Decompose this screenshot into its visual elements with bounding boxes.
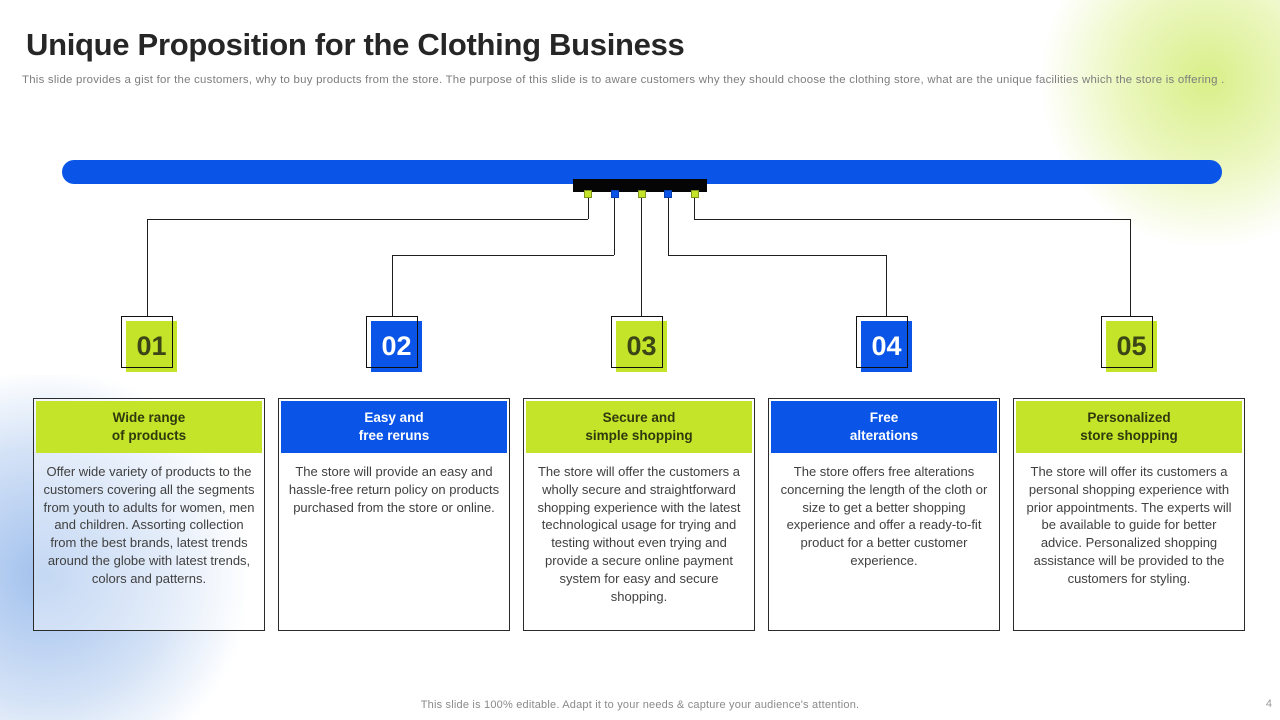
number-badge-03: 03 xyxy=(611,316,667,372)
number-badge-border xyxy=(856,316,908,368)
number-badge-border xyxy=(121,316,173,368)
connector-line xyxy=(641,198,642,317)
connector-line xyxy=(694,198,695,219)
card-description: Offer wide variety of products to the cu… xyxy=(43,464,255,586)
number-badge-label: 05 xyxy=(1106,321,1157,372)
hub-node-2 xyxy=(611,190,619,198)
proposition-card-3: Secure and simple shopping The store wil… xyxy=(523,398,755,631)
card-title-line2: simple shopping xyxy=(585,428,693,443)
number-badge-border xyxy=(611,316,663,368)
proposition-card-4: Free alterations The store offers free a… xyxy=(768,398,1000,631)
editable-note: This slide is 100% editable. Adapt it to… xyxy=(420,699,860,711)
card-title-line1: Personalized xyxy=(1087,410,1171,426)
number-badge-label: 02 xyxy=(371,321,422,372)
hub-node-3 xyxy=(638,190,646,198)
card-title-line1: Secure and xyxy=(602,410,676,426)
card-title-line1: Easy and xyxy=(364,410,424,426)
card-title-line2: of products xyxy=(111,428,187,443)
card-description: The store offers free alterations concer… xyxy=(780,464,988,568)
hub-node-1 xyxy=(584,190,592,198)
card-description: The store will provide an easy and hassl… xyxy=(288,464,500,515)
card-description: The store will offer the customers a who… xyxy=(537,464,741,604)
card-title-line2: free reruns xyxy=(358,428,430,443)
connector-line xyxy=(694,219,1130,220)
number-badge-05: 05 xyxy=(1101,316,1157,372)
page-title: Unique Proposition for the Clothing Busi… xyxy=(26,27,685,62)
card-header: Easy and free reruns xyxy=(281,401,507,453)
number-badge-04: 04 xyxy=(856,316,912,372)
number-badge-label: 01 xyxy=(126,321,177,372)
hub-node-5 xyxy=(691,190,699,198)
number-badge-02: 02 xyxy=(366,316,422,372)
connector-line xyxy=(392,255,614,256)
card-header: Secure and simple shopping xyxy=(526,401,752,453)
hanger-hub xyxy=(573,179,707,192)
proposition-card-1: Wide range of products Offer wide variet… xyxy=(33,398,265,631)
number-badge-01: 01 xyxy=(121,316,177,372)
connector-line xyxy=(668,198,669,255)
number-badge-border xyxy=(1101,316,1153,368)
connector-line xyxy=(147,219,588,220)
proposition-card-2: Easy and free reruns The store will prov… xyxy=(278,398,510,631)
connector-line xyxy=(392,255,393,317)
page-number: 4 xyxy=(1265,698,1272,710)
connector-line xyxy=(1130,219,1131,317)
card-title-line1: Free xyxy=(869,410,899,426)
card-title-line2: store shopping xyxy=(1080,428,1178,443)
slide-subtitle: This slide provides a gist for the custo… xyxy=(22,74,1225,86)
number-badge-border xyxy=(366,316,418,368)
card-description: The store will offer its customers a per… xyxy=(1026,464,1232,586)
card-header: Personalized store shopping xyxy=(1016,401,1242,453)
lime-glow-decoration xyxy=(1043,0,1280,245)
hub-node-4 xyxy=(664,190,672,198)
proposition-card-5: Personalized store shopping The store wi… xyxy=(1013,398,1245,631)
connector-line xyxy=(614,198,615,255)
number-badge-label: 04 xyxy=(861,321,912,372)
card-header: Free alterations xyxy=(771,401,997,453)
connector-line xyxy=(668,255,886,256)
number-badge-label: 03 xyxy=(616,321,667,372)
card-header: Wide range of products xyxy=(36,401,262,453)
connector-line xyxy=(147,219,148,317)
connector-line xyxy=(588,198,589,219)
connector-line xyxy=(886,255,887,317)
card-title-line2: alterations xyxy=(849,428,919,443)
card-title-line1: Wide range xyxy=(112,410,186,426)
